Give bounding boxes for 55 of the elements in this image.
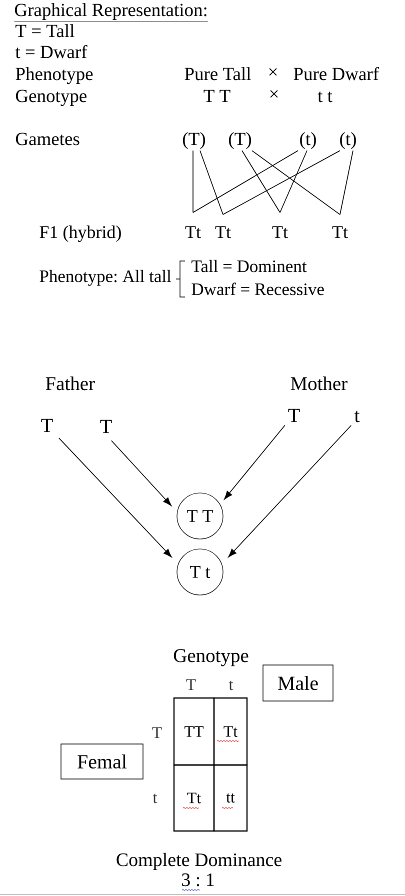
connector-line xyxy=(222,150,340,215)
offspring-genotype: Tt xyxy=(272,226,288,238)
allele-label: T xyxy=(152,727,162,738)
trait-text: Dwarf = Recessive xyxy=(192,282,324,296)
allele-label: T xyxy=(186,679,196,690)
title-text: Graphical Representation: xyxy=(14,3,208,22)
parent-label: Mother xyxy=(290,376,348,390)
phenotype-text: Phenotype: All tall xyxy=(40,270,172,286)
phenotype-text: Pure Dwarf xyxy=(294,66,379,80)
grid-cell: Tt xyxy=(173,764,215,832)
allele-label: t xyxy=(152,794,158,804)
allele-label: T xyxy=(100,420,112,433)
allele-label: T xyxy=(41,418,53,432)
row-heading: F1 (hybrid) xyxy=(40,226,121,242)
cross-sign: × xyxy=(269,68,277,76)
offspring-genotype: Tt xyxy=(215,226,231,238)
parent-label: Father xyxy=(46,376,95,390)
connector-line xyxy=(280,150,308,213)
cross-sign: × xyxy=(270,90,278,98)
grid-cell: TT xyxy=(173,697,215,766)
row-heading: Gametes xyxy=(16,132,80,146)
connector-line xyxy=(252,150,340,215)
definition-text: T = Tall xyxy=(16,24,74,38)
arrow xyxy=(111,440,172,506)
allele-label: t xyxy=(228,680,234,690)
offspring-genotype: Tt xyxy=(332,226,348,238)
arrow xyxy=(58,438,172,558)
gamete-label: (T) xyxy=(183,132,205,149)
allele-label: T xyxy=(288,408,300,422)
phenotype-text: Pure Tall xyxy=(184,67,251,80)
offspring-genotype: Tt xyxy=(185,226,201,238)
label-box: Femal xyxy=(60,744,144,780)
trait-text: Tall = Dominent xyxy=(192,260,307,272)
connector-line xyxy=(192,150,194,213)
gamete-label: (t) xyxy=(300,132,316,149)
gamete-label: (t) xyxy=(340,132,356,149)
definition-text: t = Dwarf xyxy=(15,44,88,58)
connector-line xyxy=(340,150,354,215)
allele-label: t xyxy=(354,410,360,422)
label-box: Male xyxy=(262,664,334,702)
genotype-text: T T xyxy=(204,90,230,102)
grid-cell: Tt xyxy=(213,697,248,766)
genotype-text: t t xyxy=(318,92,332,102)
connector-line xyxy=(200,150,224,215)
connector-line xyxy=(242,150,280,213)
arrow xyxy=(228,424,352,558)
row-heading: Phenotype xyxy=(16,67,93,84)
grid-heading: Genotype xyxy=(174,649,248,666)
arrow xyxy=(224,424,286,500)
row-heading: Genotype xyxy=(16,90,86,106)
grid-cell: tt xyxy=(213,764,248,832)
connector-line xyxy=(192,150,298,213)
gamete-label: (T) xyxy=(229,132,251,149)
caption-text: Complete Dominance xyxy=(116,852,282,870)
ratio-text: 3 : 1 xyxy=(182,873,214,886)
